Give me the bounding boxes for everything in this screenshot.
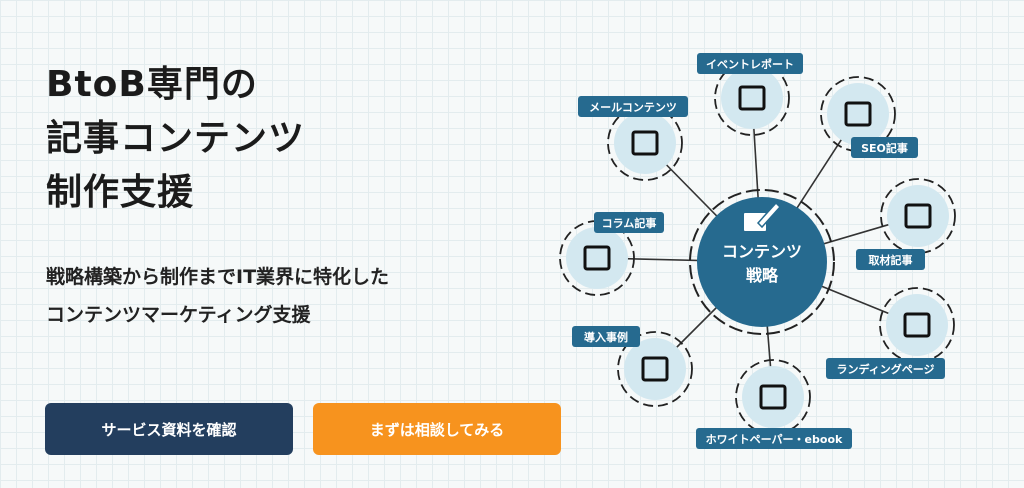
center-line: コンテンツ (721, 242, 802, 261)
node-ring-interview (880, 178, 956, 254)
view-service-docs-button[interactable]: サービス資料を確認 (45, 403, 293, 455)
node-ring-whitepaper (735, 359, 811, 435)
seo-icon (844, 101, 872, 127)
column-icon (583, 245, 611, 271)
node-ring-landing (879, 287, 955, 363)
node-label-whitepaper: ホワイトペーパー・ebook (696, 428, 852, 449)
consult-button[interactable]: まずは相談してみる (313, 403, 561, 455)
subtitle-line: コンテンツマーケティング支援 (46, 304, 311, 326)
center-circle (697, 197, 827, 327)
page-title: BtoB専門の 記事コンテンツ 制作支援 (46, 58, 305, 220)
node-label-case-study: 導入事例 (572, 326, 640, 347)
case-study-icon (641, 356, 669, 382)
node-circle-landing (886, 294, 948, 356)
node-circle-event (721, 67, 783, 129)
node-circle-interview (887, 185, 949, 247)
node-label-event: イベントレポート (697, 53, 803, 74)
center-line: 戦略 (745, 266, 778, 285)
node-circle-case-study (624, 338, 686, 400)
node-label-mail: メールコンテンツ (578, 96, 688, 117)
center-ring (689, 189, 835, 335)
node-ring-case-study (617, 331, 693, 407)
node-circle-seo (827, 83, 889, 145)
node-circle-whitepaper (742, 366, 804, 428)
event-icon (738, 85, 766, 111)
whitepaper-icon (759, 384, 787, 410)
mail-icon (631, 130, 659, 156)
node-ring-seo (820, 76, 896, 152)
interview-icon (904, 203, 932, 229)
node-circle-column (566, 227, 628, 289)
title-line: 制作支援 (46, 172, 195, 213)
node-label-seo: SEO記事 (851, 137, 918, 158)
center-label: コンテンツ 戦略 (697, 240, 827, 288)
edit-icon (744, 201, 782, 231)
node-circle-mail (614, 112, 676, 174)
subtitle-line: 戦略構築から制作までIT業界に特化した (46, 266, 390, 288)
title-line: 記事コンテンツ (46, 118, 306, 159)
node-label-landing: ランディングページ (826, 358, 945, 379)
subtitle: 戦略構築から制作までIT業界に特化した コンテンツマーケティング支援 (46, 258, 389, 334)
node-label-interview: 取材記事 (856, 249, 925, 270)
landing-icon (903, 312, 931, 338)
node-label-column: コラム記事 (594, 212, 664, 233)
title-line: BtoB専門の (46, 64, 258, 105)
